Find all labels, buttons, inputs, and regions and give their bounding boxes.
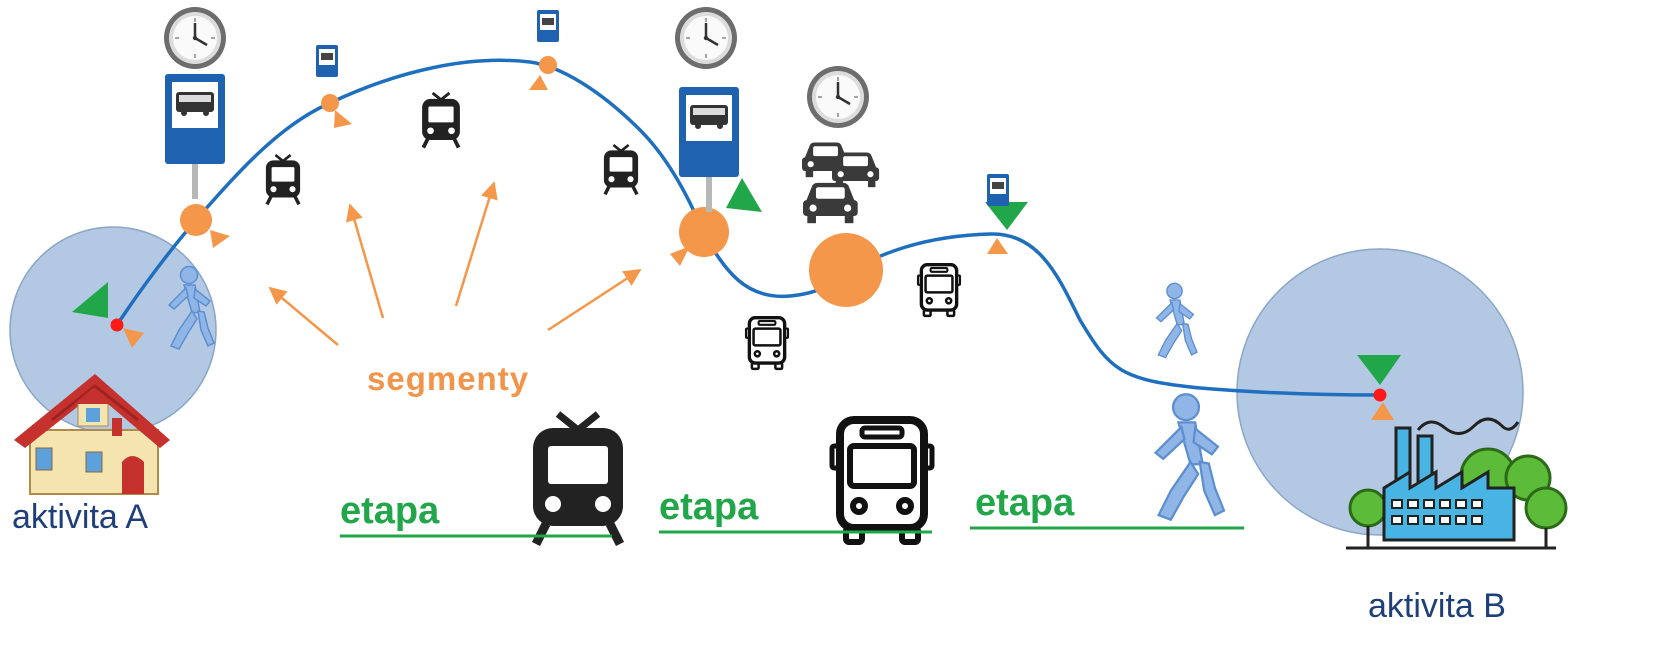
traffic-jam-icon xyxy=(802,142,880,224)
factory-icon xyxy=(1346,417,1568,550)
bus-stop-sign-icon xyxy=(987,174,1009,206)
segment-boundary-markers xyxy=(123,75,1394,420)
tram-icon xyxy=(264,153,302,207)
segment-node xyxy=(809,233,883,307)
clock-icon xyxy=(673,5,739,71)
house-icon xyxy=(14,374,170,495)
segment-node xyxy=(539,56,557,74)
activity-a-label: aktivita A xyxy=(12,498,149,536)
activity-b-label: aktivita B xyxy=(1368,587,1506,625)
segment-arrows xyxy=(268,181,642,346)
tram-icon xyxy=(533,414,623,544)
stage-boundary-markers xyxy=(72,178,1401,385)
segments-label: segmenty xyxy=(367,360,530,397)
bus-stop-sign-icon xyxy=(165,74,225,199)
bus-stop-sign-icon xyxy=(537,10,559,42)
stage-label: etapa xyxy=(340,490,440,532)
pedestrian-icon xyxy=(1154,393,1226,521)
segment-node xyxy=(180,204,212,236)
segment-node xyxy=(321,94,339,112)
bus-icon xyxy=(744,315,790,371)
segment-node xyxy=(679,207,729,257)
tram-icon xyxy=(420,91,462,150)
clock-icon xyxy=(162,5,228,71)
activity-b-point xyxy=(1373,388,1387,402)
bus-stop-sign-icon xyxy=(679,87,739,212)
clock-icon xyxy=(805,64,871,130)
stage-lines xyxy=(340,526,1244,538)
bus-icon xyxy=(832,420,932,542)
route-line xyxy=(115,58,1381,397)
bus-icon xyxy=(916,262,962,318)
stage-label: etapa xyxy=(659,486,759,528)
activity-a-point xyxy=(110,318,124,332)
tram-icon xyxy=(602,143,640,197)
bus-stop-sign-icon xyxy=(316,45,338,77)
pedestrian-icon xyxy=(1155,282,1198,359)
stage-label: etapa xyxy=(975,482,1075,524)
